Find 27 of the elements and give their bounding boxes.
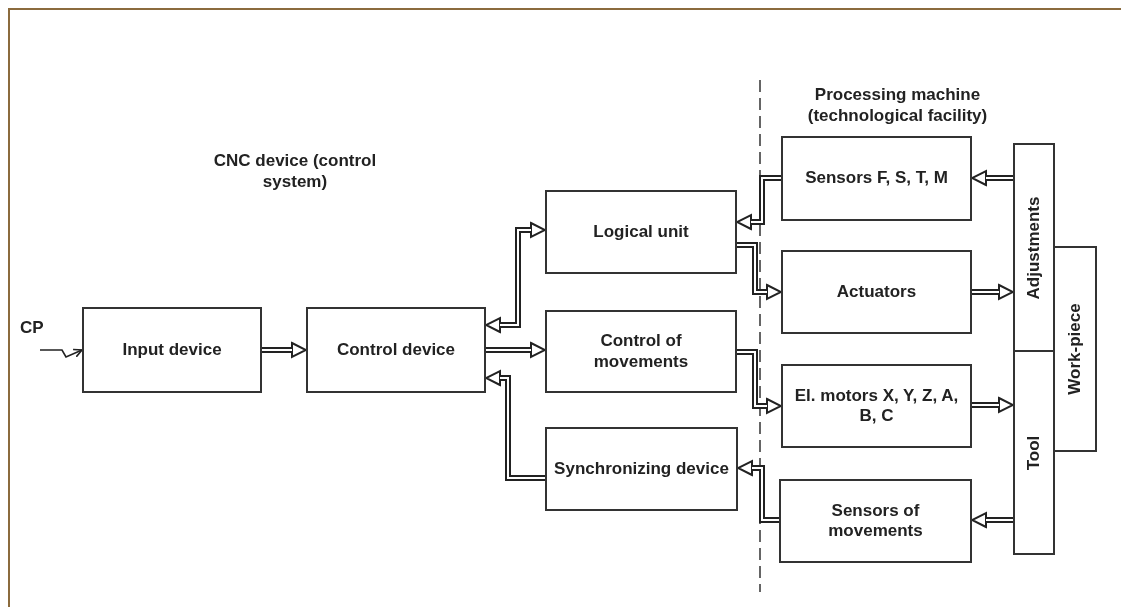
box-label: Input device xyxy=(121,339,223,361)
process-box xyxy=(545,190,737,274)
box-label: Control of movements xyxy=(592,331,690,372)
process-box xyxy=(82,307,262,393)
process-box xyxy=(306,307,486,393)
process-box xyxy=(1013,143,1055,352)
section-heading: CNC device (control system) xyxy=(212,150,378,193)
process-box xyxy=(779,479,972,563)
signal-label: CP xyxy=(20,318,60,350)
box-label: Control device xyxy=(335,339,457,361)
box-label: Synchronizing device xyxy=(553,458,730,480)
box-label: Actuators xyxy=(835,281,918,303)
box-label: Logical unit xyxy=(592,221,690,243)
process-box xyxy=(1013,350,1055,555)
box-label: El. motors X, Y, Z, A, B, C xyxy=(793,385,960,427)
process-box xyxy=(545,310,737,393)
box-label: Adjustments xyxy=(1024,196,1044,299)
process-box xyxy=(781,364,972,448)
process-box xyxy=(781,136,972,221)
box-label: Work-piece xyxy=(1065,303,1085,395)
process-box xyxy=(545,427,738,511)
section-heading: Processing machine (technological facility) xyxy=(806,84,989,127)
process-box xyxy=(1053,246,1097,452)
box-label: Sensors F, S, T, M xyxy=(804,168,949,189)
box-label: Tool xyxy=(1024,435,1044,470)
process-box xyxy=(781,250,972,334)
box-label: Sensors of movements xyxy=(827,500,924,542)
